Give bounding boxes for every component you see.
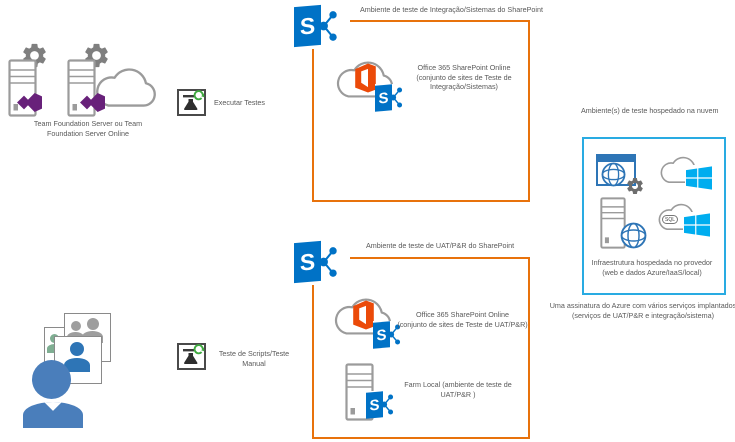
azure-cloud-windows-icon [660, 156, 712, 190]
sharepoint-icon: S [375, 83, 406, 112]
sharepoint-icon: S [294, 3, 350, 49]
cloud-box-title: Ambiente(s) de teste hospedado na nuvem [581, 106, 719, 115]
uat-box-title: Ambiente de teste de UAT/P&R do SharePoi… [366, 241, 515, 250]
sharepoint-letter: S [369, 395, 380, 414]
azure-subscription-label: Uma assinatura do Azure com vários servi… [549, 301, 735, 320]
share-icon [319, 9, 338, 43]
sharepoint-letter: S [378, 88, 389, 107]
farm-local-label: Farm Local (ambiente de teste de UAT/P&R… [404, 380, 512, 399]
integration-box [312, 20, 530, 202]
sql-badge: SQL [662, 215, 679, 224]
sharepoint-letter: S [376, 325, 387, 344]
sharepoint-letter: S [299, 247, 316, 276]
manual-tests-icon [177, 342, 206, 371]
run-tests-icon [177, 88, 206, 117]
share-icon [319, 245, 338, 279]
sharepoint-icon: S [294, 239, 350, 285]
sql-cloud-windows-icon [658, 203, 710, 237]
sharepoint-letter: S [299, 11, 316, 40]
run-tests-label: Executar Testes [214, 98, 266, 107]
office365-integration-label: Office 365 SharePoint Online (conjunto d… [416, 63, 512, 91]
visual-studio-icon [16, 92, 43, 113]
tfs-label: Team Foundation Server ou Team Foundatio… [33, 119, 143, 138]
visual-studio-icon [79, 92, 106, 113]
uat-box [312, 257, 530, 439]
server-globe-icon [600, 197, 647, 249]
office365-uat-label: Office 365 SharePoint Online (conjunto d… [397, 310, 528, 329]
sharepoint-icon: S [366, 390, 397, 419]
manual-tests-label: Teste de Scripts/Teste Manual [218, 349, 290, 368]
infra-label: Infraestrutura hospedada no provedor (we… [591, 258, 713, 277]
web-app-gear-icon [596, 154, 643, 194]
sharepoint-icon: S [373, 320, 404, 349]
integration-box-title: Ambiente de teste de Integração/Sistemas… [360, 5, 543, 14]
